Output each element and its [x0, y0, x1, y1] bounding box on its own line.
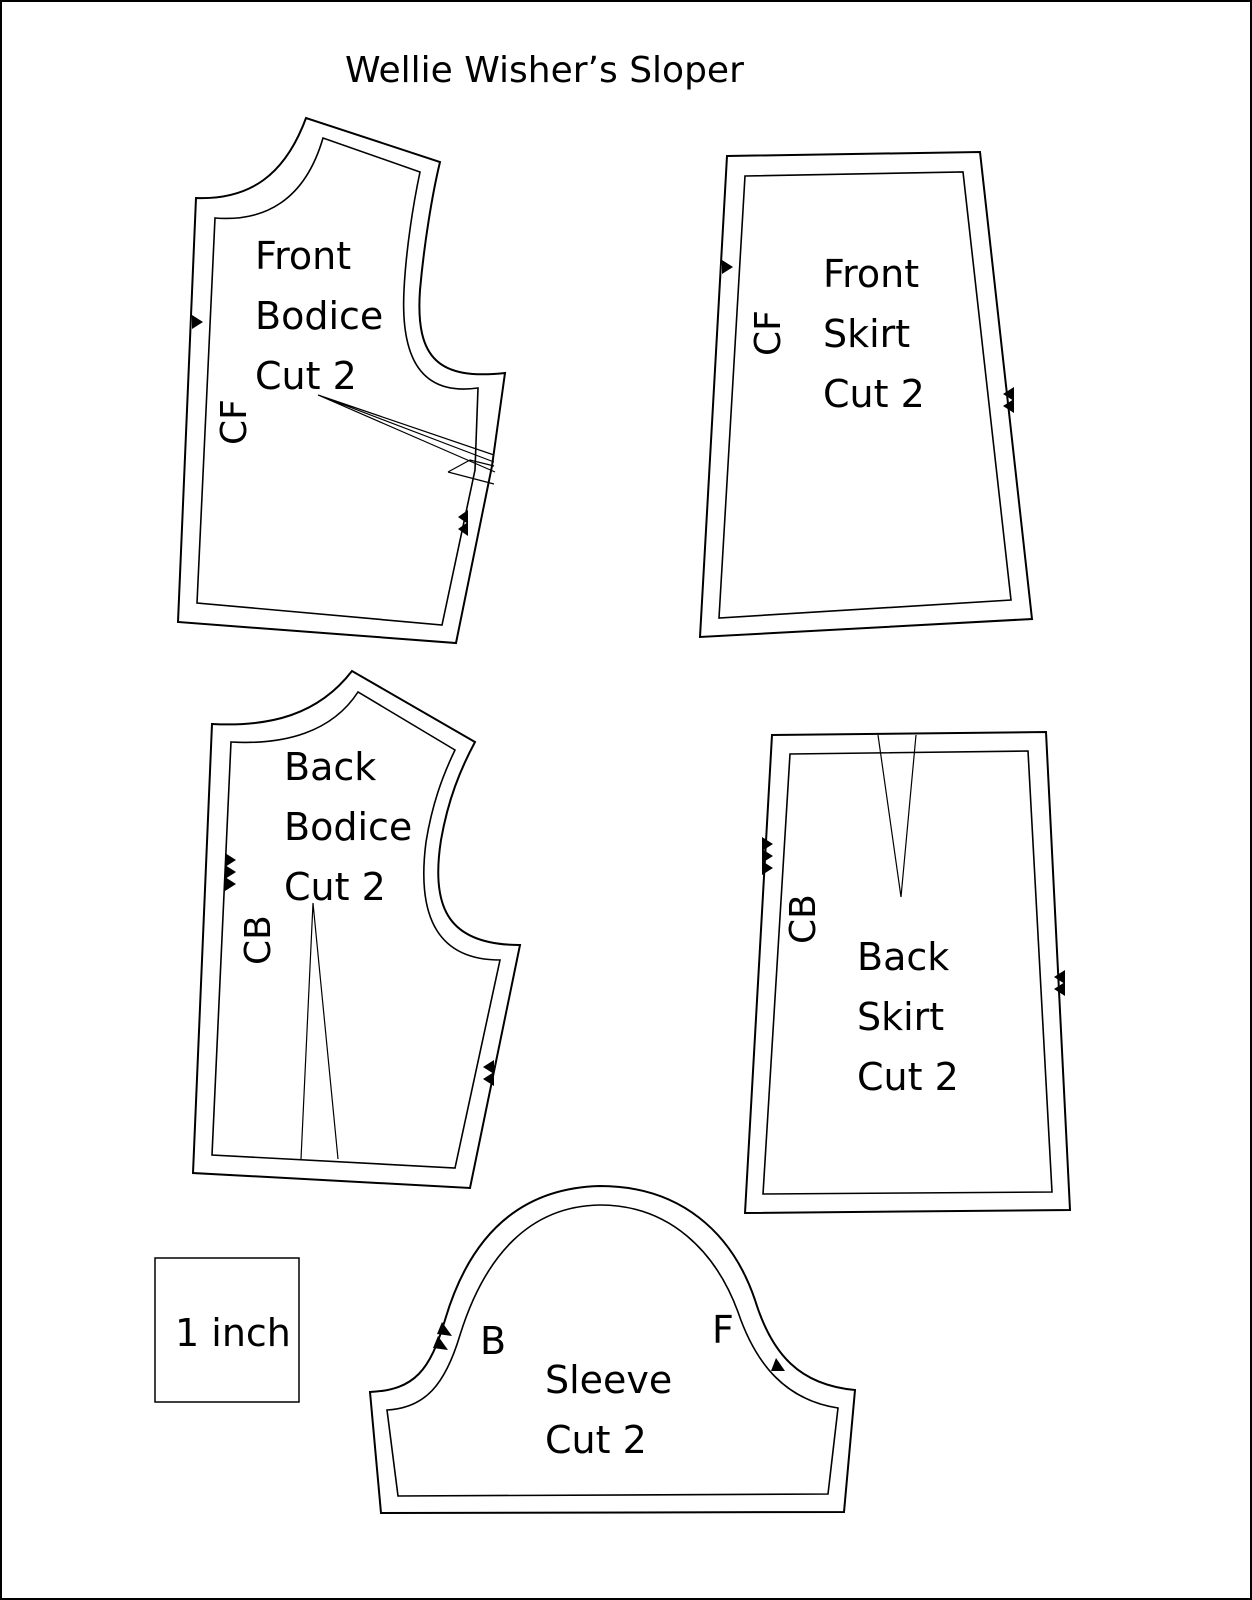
sleeve-piece: B F Sleeve Cut 2: [368, 1184, 857, 1515]
front-skirt-label: Front: [823, 252, 919, 296]
scale-square-box: [154, 1257, 300, 1403]
back-bodice-notch: [225, 853, 236, 867]
back-skirt-cb-marker: CB: [783, 894, 824, 944]
back-skirt-notch: [762, 837, 773, 851]
front-bodice-notch: [458, 510, 468, 524]
front-bodice-dart: [317, 394, 496, 485]
back-skirt-dart: [877, 734, 917, 898]
back-bodice-label: Bodice: [284, 805, 412, 849]
sleeve-label: Cut 2: [545, 1418, 647, 1462]
back-skirt-label: Back: [857, 935, 949, 979]
back-bodice-notch: [483, 1060, 494, 1074]
front-bodice-label: Front: [255, 234, 351, 278]
back-skirt-notch: [1054, 982, 1065, 996]
front-skirt-seam-line: [718, 171, 1012, 619]
back-bodice-label: Cut 2: [284, 865, 386, 909]
sleeve-front-marker: F: [712, 1308, 734, 1352]
front-skirt-piece: Front Skirt Cut 2 CF: [698, 150, 1034, 639]
back-bodice-piece: Back Bodice Cut 2 CB: [191, 669, 522, 1190]
back-bodice-dart: [300, 902, 339, 1160]
back-bodice-notch: [225, 865, 236, 879]
front-skirt-cutting-line: [698, 150, 1034, 639]
front-bodice-cutting-line: [176, 116, 507, 645]
back-bodice-cb-marker: CB: [238, 915, 279, 965]
front-skirt-notch: [722, 260, 733, 274]
front-bodice-piece: Front Bodice Cut 2 CF: [176, 116, 507, 645]
sleeve-label: Sleeve: [545, 1358, 672, 1402]
back-skirt-notch: [1054, 970, 1065, 984]
back-skirt-cutting-line: [743, 730, 1072, 1215]
back-bodice-notch: [483, 1072, 494, 1086]
front-skirt-notch: [1003, 399, 1014, 413]
back-bodice-notch: [225, 877, 236, 891]
page-title: Wellie Wisher’s Sloper: [345, 50, 744, 91]
sleeve-back-marker: B: [480, 1319, 506, 1363]
back-bodice-seam-line: [211, 690, 501, 1169]
front-bodice-label: Bodice: [255, 294, 383, 338]
front-skirt-label: Skirt: [823, 312, 910, 356]
sleeve-notch: [437, 1322, 452, 1336]
front-bodice-notch: [192, 315, 203, 329]
sleeve-notch: [771, 1358, 785, 1371]
back-skirt-notch: [762, 849, 773, 863]
scale-square-label: 1 inch: [175, 1311, 291, 1355]
back-skirt-piece: Back Skirt Cut 2 CB: [743, 730, 1072, 1215]
front-bodice-seam-line: [196, 136, 479, 626]
front-bodice-notch: [458, 522, 468, 536]
back-skirt-label: Skirt: [857, 995, 944, 1039]
sleeve-seam-line: [386, 1204, 839, 1497]
front-skirt-cf-marker: CF: [748, 310, 789, 356]
front-bodice-label: Cut 2: [255, 354, 357, 398]
back-skirt-notch: [762, 861, 773, 875]
back-skirt-label: Cut 2: [857, 1055, 959, 1099]
back-skirt-seam-line: [762, 750, 1053, 1195]
front-bodice-cf-marker: CF: [214, 399, 255, 445]
back-bodice-cutting-line: [191, 669, 522, 1190]
front-skirt-notch: [1003, 387, 1014, 401]
front-skirt-label: Cut 2: [823, 372, 925, 416]
back-bodice-label: Back: [284, 745, 376, 789]
scale-square: 1 inch: [154, 1257, 300, 1403]
sleeve-notch: [433, 1336, 448, 1350]
